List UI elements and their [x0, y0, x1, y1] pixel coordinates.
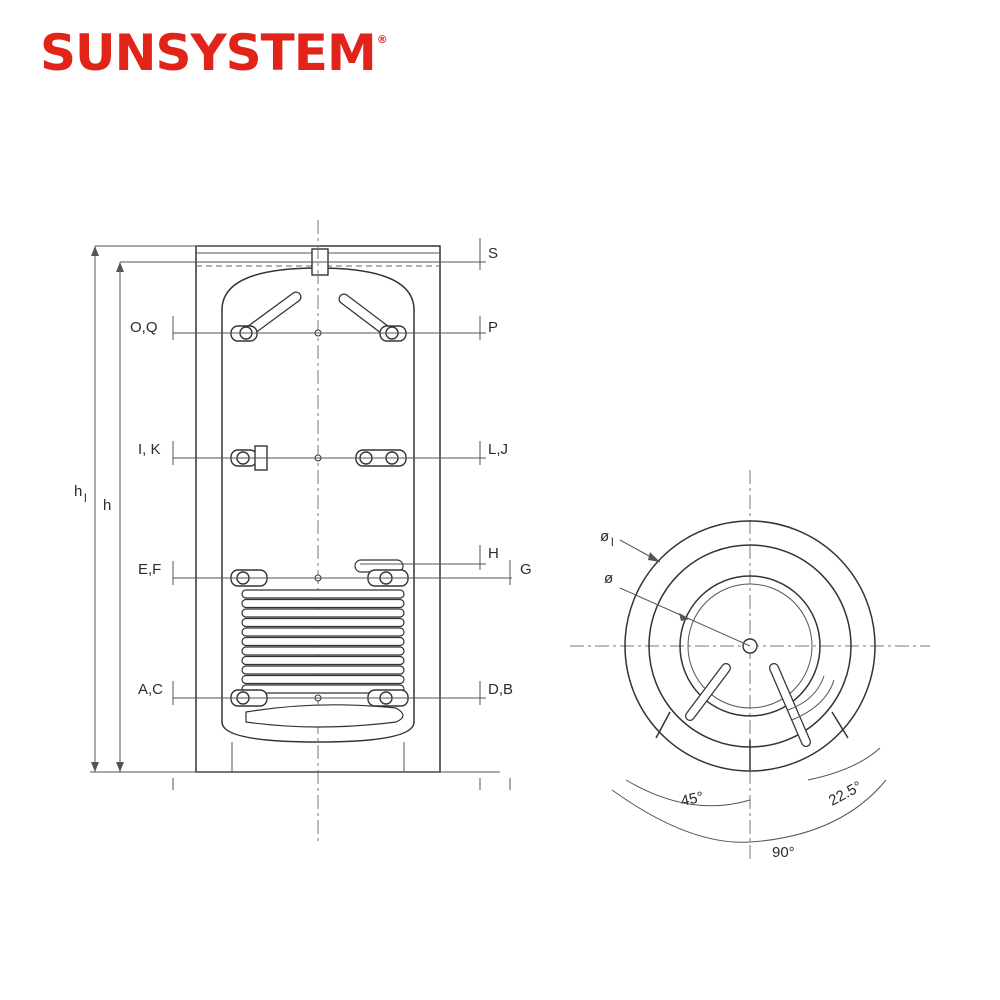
coil-turn — [241, 589, 405, 599]
heat-exchanger-coil — [230, 559, 409, 728]
registered-mark: ® — [376, 33, 388, 46]
coil-turn — [241, 598, 405, 609]
inner-vessel — [221, 267, 415, 743]
label-outer-diameter-sub: l — [611, 535, 614, 549]
coil-turn — [241, 665, 405, 675]
label-height-outer: h — [74, 483, 82, 500]
coil-turn — [241, 646, 405, 656]
coil-turn — [241, 627, 405, 637]
label-oq: O,Q — [130, 319, 158, 336]
label-angle-90: 90° — [772, 844, 795, 861]
coil-turn — [241, 674, 405, 685]
tank-side-view: O,Q I, K E,F A,C S P L,J H G D,B h l h — [74, 220, 532, 845]
label-h-socket: H — [488, 545, 499, 562]
label-angle-22-5: 22.5° — [826, 778, 865, 810]
label-outer-diameter: ø — [600, 528, 609, 545]
label-height-inner: h — [103, 497, 111, 514]
label-ac: A,C — [138, 681, 163, 698]
label-lj: L,J — [488, 441, 508, 458]
inner-circle — [679, 575, 821, 717]
height-dimensions — [90, 245, 500, 773]
brand-name: SUNSYSTEM — [40, 24, 377, 82]
label-inner-diameter: ø — [604, 570, 613, 587]
outer-circle — [624, 520, 876, 772]
label-ef: E,F — [138, 561, 161, 578]
coil-turn — [241, 655, 405, 666]
coil-turn — [241, 608, 405, 618]
right-connection-markers — [318, 238, 512, 790]
label-angle-45: 45° — [679, 789, 705, 810]
coil-turn — [241, 617, 405, 628]
label-height-outer-sub: l — [84, 491, 87, 505]
label-db: D,B — [488, 681, 513, 698]
left-connection-markers — [172, 316, 318, 790]
tank-top-view: ø l ø 45° 22.5° 90° — [570, 470, 930, 861]
label-ik: I, K — [138, 441, 161, 458]
label-s: S — [488, 245, 498, 262]
coil-turn — [241, 684, 405, 694]
label-g: G — [520, 561, 532, 578]
coil-turn — [241, 636, 405, 647]
label-p: P — [488, 319, 498, 336]
brand-logo: SUNSYSTEM® — [40, 28, 388, 78]
